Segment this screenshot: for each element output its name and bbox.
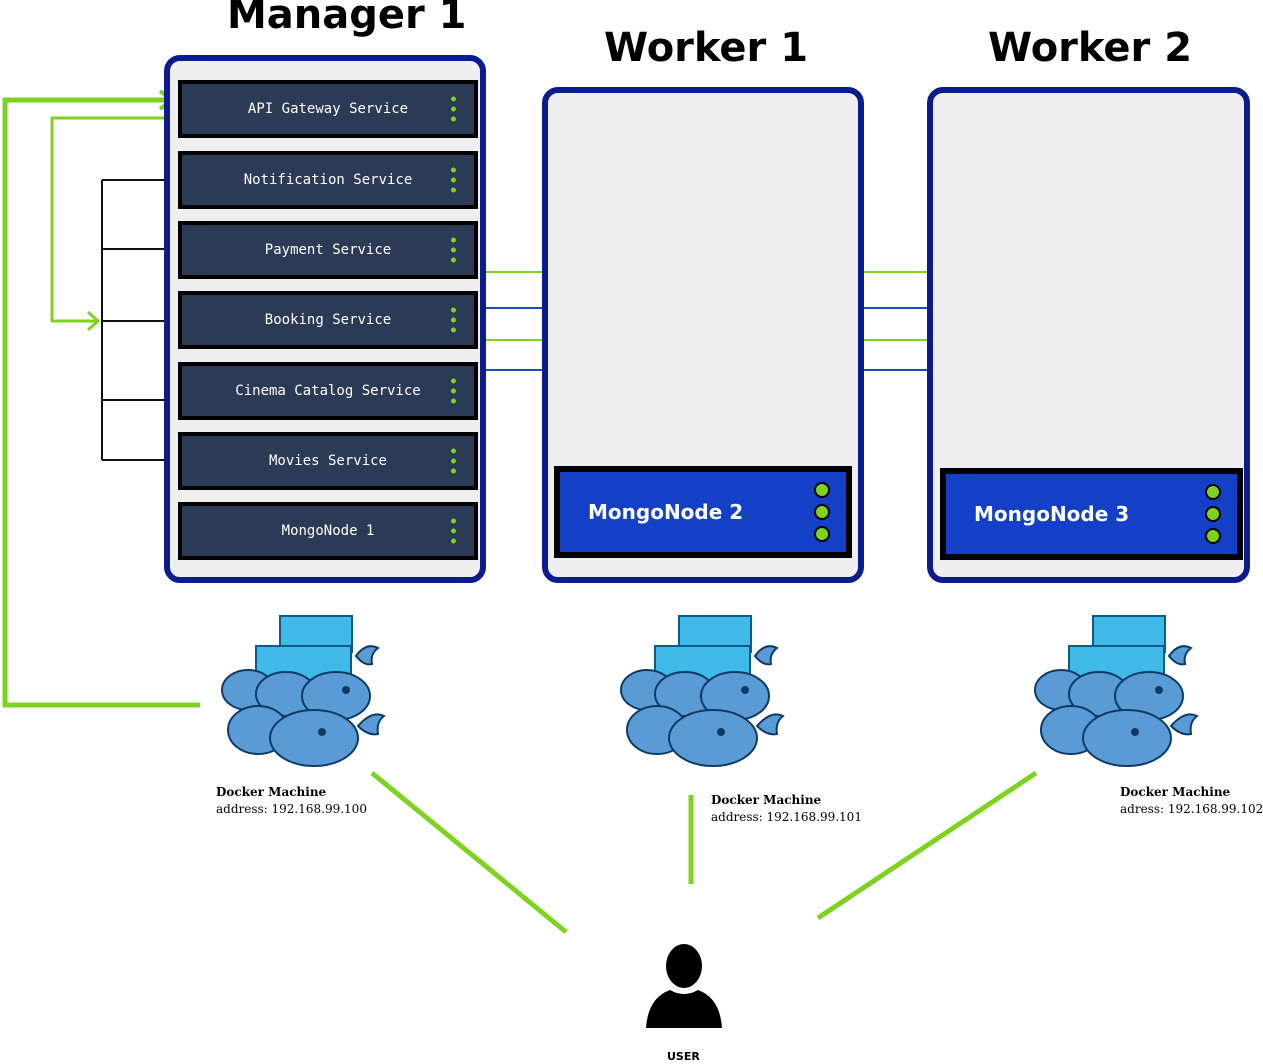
service-box-notification[interactable]: Notification Service [178,151,478,209]
user-silhouette-icon [646,944,722,1028]
machine-title: Docker Machine [1120,785,1231,799]
machine-address: address: 192.168.99.101 [711,810,862,824]
docker-swarm-whale-icon [620,615,785,767]
status-leds-icon [814,482,830,542]
service-label: API Gateway Service [247,101,409,117]
service-box-api-gateway[interactable]: API Gateway Service [178,80,478,138]
worker2-host: MongoNode 3 [927,87,1250,583]
overlay-links [484,271,930,371]
service-label: Movies Service [268,453,387,469]
service-label: Cinema Catalog Service [235,383,421,399]
manager-host: API Gateway Service Notification Service… [164,55,486,583]
mongonode-3-box[interactable]: MongoNode 3 [940,468,1243,560]
machine-label-worker1: Docker Machine address: 192.168.99.101 [711,792,862,826]
machine-label-manager: Docker Machine address: 192.168.99.100 [216,784,367,818]
status-leds-icon [1205,484,1221,544]
status-dots-icon [451,237,456,263]
user-label: USER [667,1050,700,1063]
worker1-title: Worker 1 [604,25,809,71]
gateway-to-booking-arrow [86,310,101,332]
machine-address: adress: 192.168.99.102 [1120,802,1263,816]
status-dots-icon [451,307,456,333]
worker2-title: Worker 2 [988,25,1193,71]
mongonode-2-box[interactable]: MongoNode 2 [554,466,852,558]
mongonode-label: MongoNode 2 [588,500,744,524]
service-label: Notification Service [243,172,413,188]
status-dots-icon [451,378,456,404]
machine-address: address: 192.168.99.100 [216,802,367,816]
service-box-movies[interactable]: Movies Service [178,432,478,490]
service-label: Booking Service [264,312,392,328]
status-dots-icon [451,518,456,544]
service-box-booking[interactable]: Booking Service [178,291,478,349]
status-dots-icon [451,96,456,122]
docker-swarm-whale-icon [1034,615,1199,767]
manager-title: Manager 1 [227,0,467,38]
service-box-payment[interactable]: Payment Service [178,221,478,279]
service-box-cinema-catalog[interactable]: Cinema Catalog Service [178,362,478,420]
user-links [370,770,1038,934]
gateway-ingress-line [2,97,200,708]
machine-label-worker2: Docker Machine adress: 192.168.99.102 [1120,784,1263,818]
status-dots-icon [451,167,456,193]
worker1-host: MongoNode 2 [542,87,864,583]
machine-title: Docker Machine [216,785,327,799]
machine-title: Docker Machine [711,793,822,807]
service-box-mongonode-1[interactable]: MongoNode 1 [178,502,478,560]
status-dots-icon [451,448,456,474]
mongonode-label: MongoNode 3 [974,502,1130,526]
gateway-to-booking-line [50,116,178,323]
docker-swarm-whale-icon [221,615,386,767]
service-label: MongoNode 1 [281,523,375,539]
service-label: Payment Service [264,242,392,258]
